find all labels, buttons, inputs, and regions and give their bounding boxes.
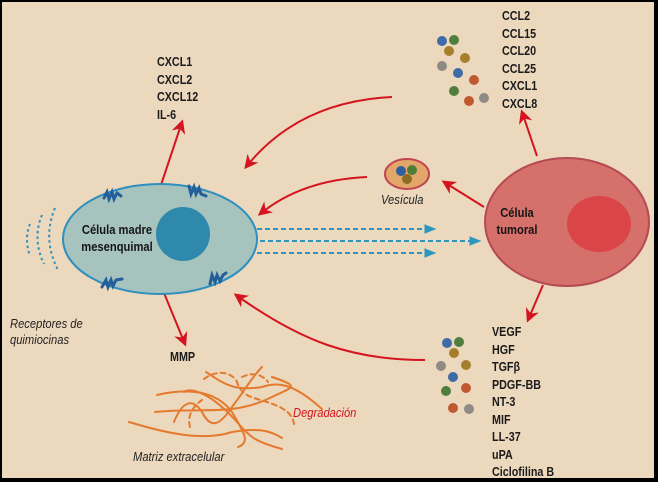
chemokine-particles-top — [437, 35, 489, 106]
mmp-label: MMP — [170, 350, 196, 364]
vesicle-particle — [402, 174, 412, 184]
cytokine-label: CXCL2 — [157, 72, 193, 87]
tumor-nucleus — [567, 196, 631, 252]
chemokine-receptors — [100, 182, 228, 292]
arrow-vesicle-to-msc — [257, 176, 368, 216]
msc-label-line: Célula madre — [81, 222, 153, 237]
dashed-migration-arrows — [257, 224, 482, 258]
msc-label-line: mesenquimal — [81, 239, 153, 254]
receptors-label: Receptores de quimiocinas — [10, 316, 83, 348]
receptor-icon — [100, 275, 124, 292]
arrow-tumor-to-chemokines — [518, 109, 538, 157]
chemokine-label: CCL15 — [502, 26, 537, 41]
tumor-cell — [484, 157, 650, 287]
arrow-tumor-to-vesicle — [441, 180, 485, 208]
arrow-msc-to-mmp — [163, 292, 188, 347]
factor-label: Ciclofilina B — [492, 465, 555, 478]
chemokine-label: CCL2 — [502, 9, 531, 23]
chemokine-label: CXCL1 — [502, 79, 538, 93]
arrow-msc-to-cytokines — [160, 119, 186, 186]
factor-label: HGF — [492, 342, 515, 357]
matrix-label: Matriz extracelular — [133, 449, 225, 464]
factor-label: uPA — [492, 447, 513, 462]
vesicle-particle — [407, 165, 417, 175]
arrow-tumor-to-msc-top — [244, 96, 393, 170]
receptors-label-line: Receptores de — [10, 316, 83, 331]
tumor-label-line: tumoral — [496, 222, 538, 237]
arrow-tumor-to-factors — [525, 284, 544, 323]
chemokine-label: CCL20 — [502, 44, 537, 58]
receptors-label-line: quimiocinas — [10, 332, 70, 347]
vesicle-particle — [396, 166, 406, 176]
extracellular-matrix — [128, 366, 323, 450]
factor-label: MIF — [492, 412, 511, 427]
signal-waves — [26, 207, 59, 271]
arrow-tumor-to-msc-bottom — [233, 293, 426, 361]
tumor-label-line: Célula — [500, 205, 534, 220]
chemokine-label: CXCL8 — [502, 96, 538, 111]
factor-particles-bottom — [436, 337, 474, 414]
cytokine-label: CXCL1 — [157, 55, 193, 69]
factor-label: TGFβ — [492, 360, 521, 374]
factor-label: VEGF — [492, 325, 522, 339]
degradation-label: Degradación — [293, 405, 357, 420]
receptor-icon — [102, 187, 123, 204]
tumor-chemokine-list: CCL2 CCL15 CCL20 CCL25 CXCL1 CXCL8 — [502, 8, 537, 113]
receptor-icon — [208, 270, 228, 287]
msc-label: Célula madre mesenquimal — [70, 221, 165, 255]
factor-label: LL-37 — [492, 430, 521, 444]
diagram-canvas — [26, 35, 650, 450]
msc-cytokine-list: CXCL1 CXCL2 CXCL12 IL-6 — [157, 54, 198, 124]
vesicle-label: Vesícula — [381, 192, 424, 207]
degraded-matrix — [188, 371, 295, 428]
cytokine-label: IL-6 — [157, 107, 177, 122]
factor-label: PDGF-BB — [492, 377, 541, 392]
factor-label: NT-3 — [492, 395, 516, 409]
msc-nucleus — [156, 207, 210, 261]
chemokine-label: CCL25 — [502, 61, 537, 76]
tumor-label: Célula tumoral — [478, 204, 555, 238]
receptor-icon — [187, 182, 208, 199]
cytokine-label: CXCL12 — [157, 90, 199, 104]
diagram-frame: CXCL1 CXCL2 CXCL12 IL-6 CCL2 CCL15 CCL20… — [2, 2, 654, 478]
tumor-factor-list: VEGF HGF TGFβ PDGF-BB NT-3 MIF LL-37 uPA… — [492, 324, 554, 478]
